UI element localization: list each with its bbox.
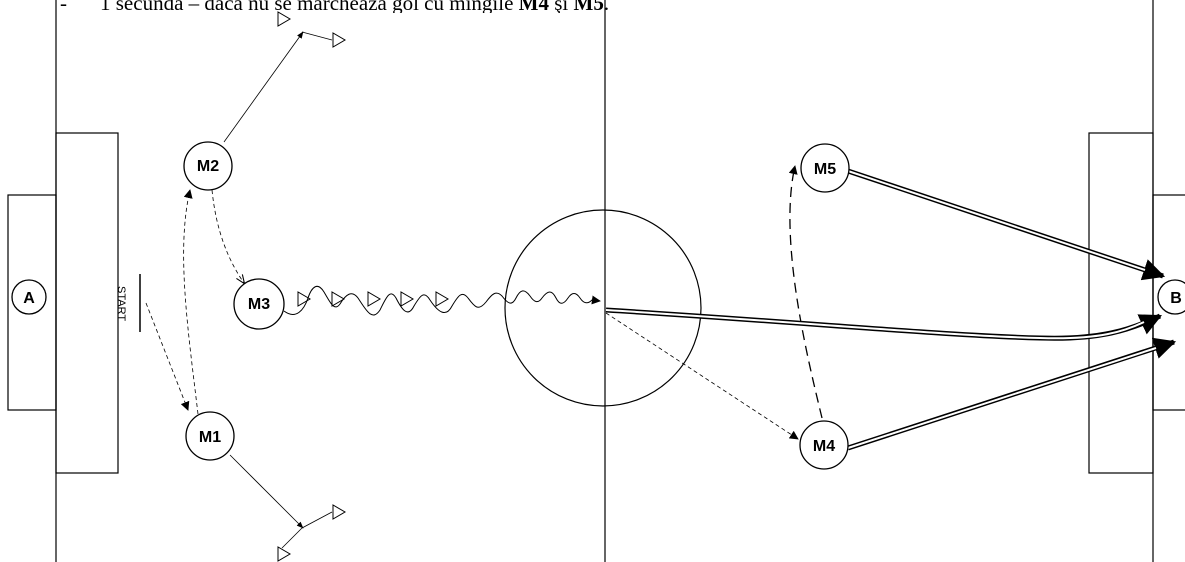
goal-a-circle xyxy=(11,279,47,315)
cone-triangle xyxy=(332,504,346,520)
player-m5-circle xyxy=(800,143,850,193)
player-m1-label: M1 xyxy=(199,429,221,446)
left-goal-area xyxy=(7,194,57,411)
player-m2-label: M2 xyxy=(197,158,219,175)
run-m1-to-cones xyxy=(229,454,304,529)
diagram-caption: - 1 secundă – dacă nu se marchează gol c… xyxy=(0,0,1185,13)
field-lines xyxy=(7,0,1185,562)
cone-triangle xyxy=(400,291,414,307)
dashed-passes xyxy=(145,189,799,440)
player-m4-circle xyxy=(799,420,849,470)
cone-triangle xyxy=(277,546,291,562)
player-m3-circle xyxy=(233,278,285,330)
caption-bullet: - xyxy=(60,0,67,13)
goal-b-label: B xyxy=(1170,290,1182,307)
cone-triangle xyxy=(435,291,449,307)
player-m3-label: M3 xyxy=(248,296,270,313)
player-m3: M3 xyxy=(233,278,285,330)
pass-m1-to-m2 xyxy=(183,189,199,415)
right-goal-area xyxy=(1152,194,1185,411)
center-circle xyxy=(504,209,702,407)
cone-connector xyxy=(301,31,333,41)
cone-triangle xyxy=(331,291,345,307)
cone-triangle xyxy=(297,291,311,307)
player-m4: M4 xyxy=(799,420,849,470)
player-m5: M5 xyxy=(800,143,850,193)
start-marker: START xyxy=(115,274,141,332)
shot-center-inner xyxy=(605,309,1145,340)
player-m1: M1 xyxy=(185,411,235,461)
pass-m2-to-m3 xyxy=(211,189,244,283)
pass-center-to-m4 xyxy=(605,312,799,440)
player-m2: M2 xyxy=(183,141,233,191)
caption-part2: şi xyxy=(549,0,574,13)
cone-connectors xyxy=(281,31,333,549)
right-penalty-area xyxy=(1088,132,1154,474)
shots xyxy=(605,168,1177,451)
caption-part3: . xyxy=(603,0,610,13)
caption-bold-m4: M4 xyxy=(518,0,549,13)
start-label: START xyxy=(115,286,127,321)
cone-triangle xyxy=(367,291,381,307)
cone-connector xyxy=(281,527,303,549)
run-m2-to-cones xyxy=(223,31,304,143)
cone-triangle xyxy=(277,11,291,27)
player-m2-circle xyxy=(183,141,233,191)
dribble-m3 xyxy=(283,285,601,316)
shot-center-to-goal xyxy=(605,307,1162,341)
player-m1-circle xyxy=(185,411,235,461)
pass-start-to-m1 xyxy=(145,302,190,411)
caption-bold-m5: M5 xyxy=(573,0,604,13)
left-penalty-area xyxy=(55,132,119,474)
player-m5-label: M5 xyxy=(814,161,836,178)
goal-a-label: A xyxy=(23,290,35,307)
shot-m4-inner xyxy=(847,347,1157,449)
caption-text: 1 secundă – dacă nu se marchează gol cu … xyxy=(100,0,609,13)
cone-triangle xyxy=(332,32,346,48)
caption-part1: 1 secundă – dacă nu se marchează gol cu … xyxy=(100,0,519,13)
goal-a: A xyxy=(11,279,47,315)
solid-runs xyxy=(223,31,304,529)
cone-connector xyxy=(301,511,333,529)
player-m4-label: M4 xyxy=(813,438,835,455)
pass-m4-to-m5 xyxy=(788,165,823,419)
goal-b: B xyxy=(1157,279,1185,315)
cones xyxy=(277,11,449,562)
goal-b-circle xyxy=(1157,279,1185,315)
shot-m5-inner xyxy=(847,170,1146,271)
